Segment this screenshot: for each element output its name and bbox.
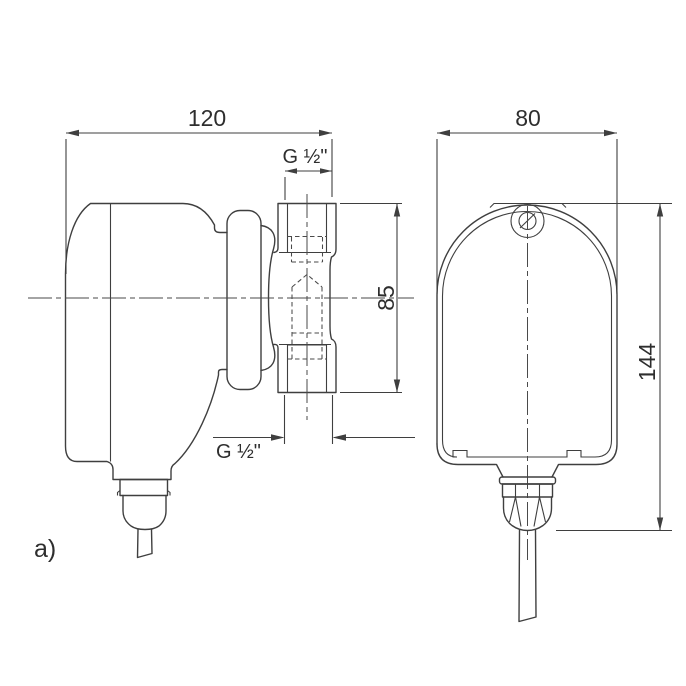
dim-thread-top: G ½" <box>283 146 332 200</box>
side-view: 120 G ½" 85 G ½" <box>28 105 415 559</box>
dim-thread-top-label: G ½" <box>283 146 328 168</box>
dim-144-label: 144 <box>634 343 660 382</box>
front-gland-cap-facets <box>508 496 547 527</box>
dim-144: 144 <box>556 202 672 532</box>
dim-80-label: 80 <box>515 105 541 131</box>
dim-120: 120 <box>65 105 333 274</box>
dim-thread-bottom: G ½" <box>213 395 415 463</box>
dim-120-label: 120 <box>188 105 226 131</box>
front-top-plate <box>489 202 567 208</box>
front-gland-nut <box>501 483 554 498</box>
front-gland-cap <box>502 496 553 532</box>
front-housing-inner <box>441 211 613 458</box>
front-gland-neck <box>495 463 560 478</box>
front-cable-gland <box>495 463 560 623</box>
dim-80: 80 <box>436 105 618 294</box>
side-flange-ring <box>226 209 262 391</box>
side-gland-collar <box>119 478 169 497</box>
side-pipe <box>273 194 337 420</box>
side-cable <box>136 528 153 559</box>
front-housing-outer-bottom-left <box>436 443 497 466</box>
dim-thread-bottom-label: G ½" <box>216 441 261 463</box>
side-motor-housing-outline <box>64 202 228 481</box>
side-gland-collar-nubs <box>116 490 171 496</box>
figure-label: a) <box>34 535 56 563</box>
front-gland-nut-facets <box>514 484 541 497</box>
side-cable-gland <box>116 478 171 559</box>
dim-85: 85 <box>340 202 402 394</box>
front-housing-outer <box>436 204 618 466</box>
front-view: 80 144 <box>436 105 672 623</box>
dim-85-label: 85 <box>373 285 399 311</box>
front-cable <box>518 529 537 623</box>
side-gland-cup <box>122 494 167 531</box>
